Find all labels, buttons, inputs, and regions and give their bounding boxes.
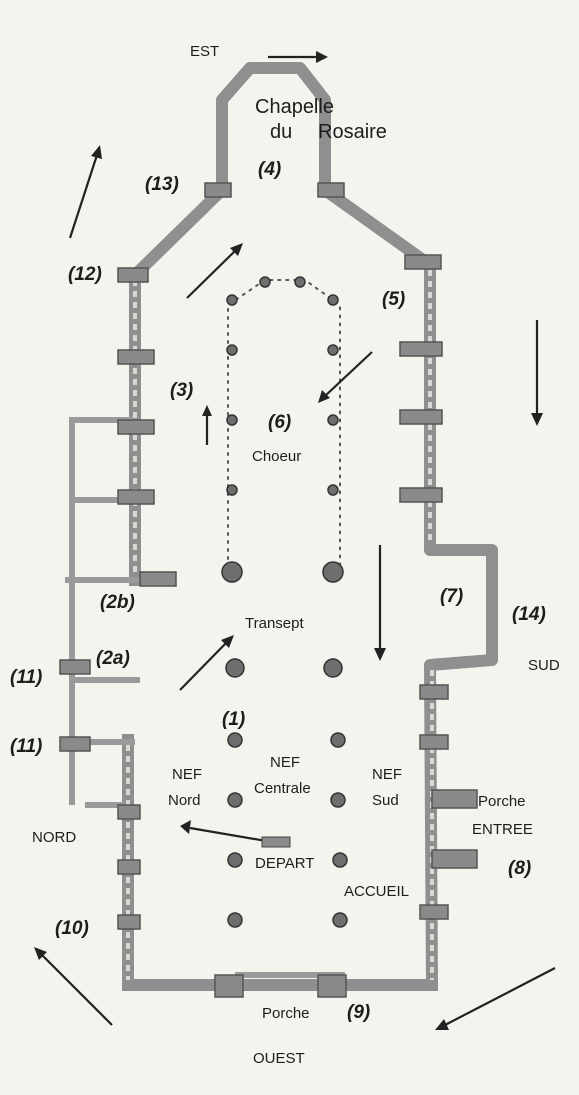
porch-south-label: Porche [478,793,526,810]
station-5: (5) [382,289,405,310]
station-9: (9) [347,1002,370,1023]
start-label: DEPART [255,855,314,872]
area-transept: Transept [245,615,304,632]
north-annex-walls [65,417,160,808]
station-11-upper: (11) [10,667,42,688]
pillars [221,276,348,928]
route-arrows [34,51,556,1030]
chapel-line-3: Rosaire [318,121,387,143]
buttresses [59,182,478,998]
station-14: (14) [512,604,546,625]
station-6: (6) [268,412,291,433]
nave-central-line-1: NEF [270,754,300,771]
station-3: (3) [170,380,193,401]
apse-wall [216,62,331,196]
chapel-line-2: du [270,121,292,143]
south-slope-wall [316,181,439,274]
nave-south-line-2: Sud [372,792,399,809]
station-2b: (2b) [100,592,135,613]
station-13: (13) [145,174,179,195]
south-choir-wall [424,259,498,992]
entrance-label: ENTREE [472,821,533,838]
station-12: (12) [68,264,102,285]
nave-north-line-1: NEF [172,766,202,783]
labels: EST Chapelle du Rosaire (4) (13) (12) (5… [10,43,560,1067]
compass-west: OUEST [253,1050,305,1067]
compass-south: SUD [528,657,560,674]
porch-west-label: Porche [262,1005,310,1022]
station-11-lower: (11) [10,736,42,757]
nave-north-line-2: Nord [168,792,201,809]
station-7: (7) [440,586,463,607]
chapel-line-1: Chapelle [255,96,334,118]
north-slope-wall [126,181,231,284]
compass-east: EST [190,43,219,60]
reception-label: ACCUEIL [344,883,409,900]
nave-central-line-2: Centrale [254,780,311,797]
station-1: (1) [222,709,245,730]
compass-north: NORD [32,829,76,846]
nave-south-line-1: NEF [372,766,402,783]
station-2a: (2a) [96,648,130,669]
station-10: (10) [55,918,89,939]
station-8: (8) [508,858,531,879]
area-choir: Choeur [252,448,301,465]
station-4: (4) [258,159,281,180]
